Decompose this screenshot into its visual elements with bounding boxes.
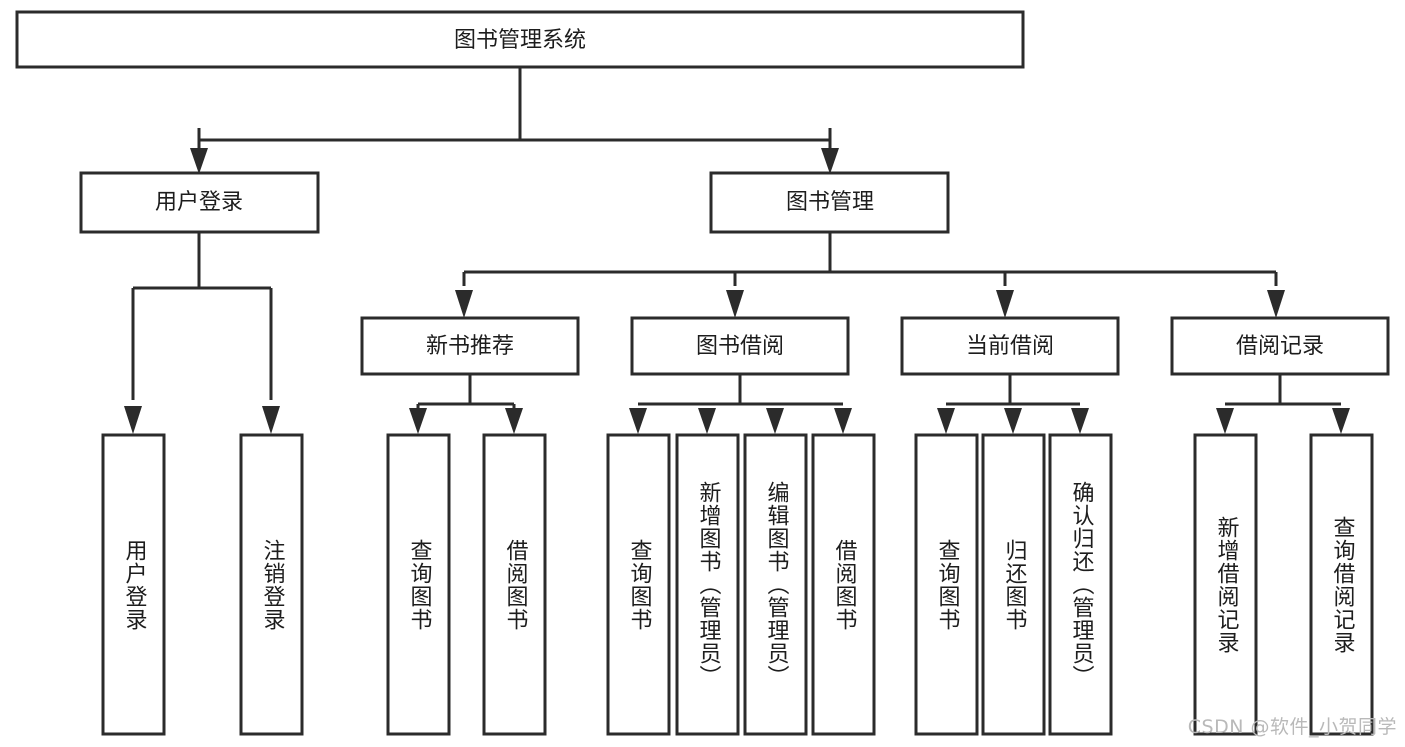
node-text-group: 图书管理系统 用户登录 图书管理 新书推荐 图书借阅 当前借阅 借阅记录	[155, 28, 1324, 359]
leaf-box-record-add[interactable]	[1193, 433, 1258, 736]
leaf-box-current-query[interactable]	[914, 433, 979, 736]
node-current-borrow[interactable]	[900, 316, 1120, 376]
arrowhead-record-leaf1	[1216, 408, 1234, 434]
arrowhead-bookmgmt	[821, 148, 839, 174]
leaf-box-record-query[interactable]	[1309, 433, 1374, 736]
leaf-box-borrow-edit[interactable]	[743, 433, 808, 736]
arrowhead-userlogin	[190, 148, 208, 174]
label-user-login: 用户登录	[155, 190, 243, 215]
label-book-management: 图书管理	[786, 190, 874, 215]
arrowhead-borrowbook	[726, 290, 744, 318]
leaf-box-user-login[interactable]	[101, 433, 166, 736]
arrowhead-record-leaf2	[1332, 408, 1350, 434]
label-book-borrow: 图书借阅	[696, 334, 784, 359]
arrowhead-current-leaf3	[1071, 408, 1089, 434]
node-book-management[interactable]	[709, 171, 950, 234]
leaf-box-borrow-add[interactable]	[675, 433, 740, 736]
node-user-login[interactable]	[79, 171, 320, 234]
node-book-borrow[interactable]	[630, 316, 850, 376]
arrowhead-borrow-leaf4	[834, 408, 852, 434]
arrowhead-currentborrow	[996, 290, 1014, 318]
arrowhead-borrow-leaf2	[698, 408, 716, 434]
label-new-book-recommend: 新书推荐	[426, 334, 514, 359]
arrowhead-leaf-user-logout	[262, 406, 280, 434]
label-current-borrow: 当前借阅	[966, 334, 1054, 359]
leaf-box-borrow-lend[interactable]	[811, 433, 876, 736]
node-box-group	[15, 10, 1390, 736]
arrowhead-newbook-leaf2	[505, 408, 523, 434]
arrowhead-borrowrecord	[1267, 290, 1285, 318]
leaf-box-newbook-query[interactable]	[386, 433, 451, 736]
leaf-box-borrow-query[interactable]	[606, 433, 671, 736]
leaf-box-current-return[interactable]	[981, 433, 1046, 736]
node-new-book-recommend[interactable]	[360, 316, 580, 376]
arrowhead-leaf-user-login	[124, 406, 142, 434]
leaf-box-user-logout[interactable]	[239, 433, 304, 736]
arrowhead-newbook-leaf1	[409, 408, 427, 434]
node-root[interactable]	[15, 10, 1025, 69]
arrowhead-borrow-leaf1	[629, 408, 647, 434]
arrowhead-current-leaf2	[1004, 408, 1022, 434]
connector-group	[124, 68, 1350, 434]
leaf-box-current-confirm[interactable]	[1048, 433, 1113, 736]
label-borrow-record: 借阅记录	[1236, 334, 1324, 359]
arrowhead-borrow-leaf3	[766, 408, 784, 434]
label-root: 图书管理系统	[454, 28, 586, 53]
arrowhead-current-leaf1	[937, 408, 955, 434]
leaf-box-newbook-borrow[interactable]	[482, 433, 547, 736]
csdn-watermark: CSDN @软件_小贺同学	[1187, 716, 1397, 738]
arrowhead-newbook	[455, 290, 473, 318]
node-borrow-record[interactable]	[1170, 316, 1390, 376]
